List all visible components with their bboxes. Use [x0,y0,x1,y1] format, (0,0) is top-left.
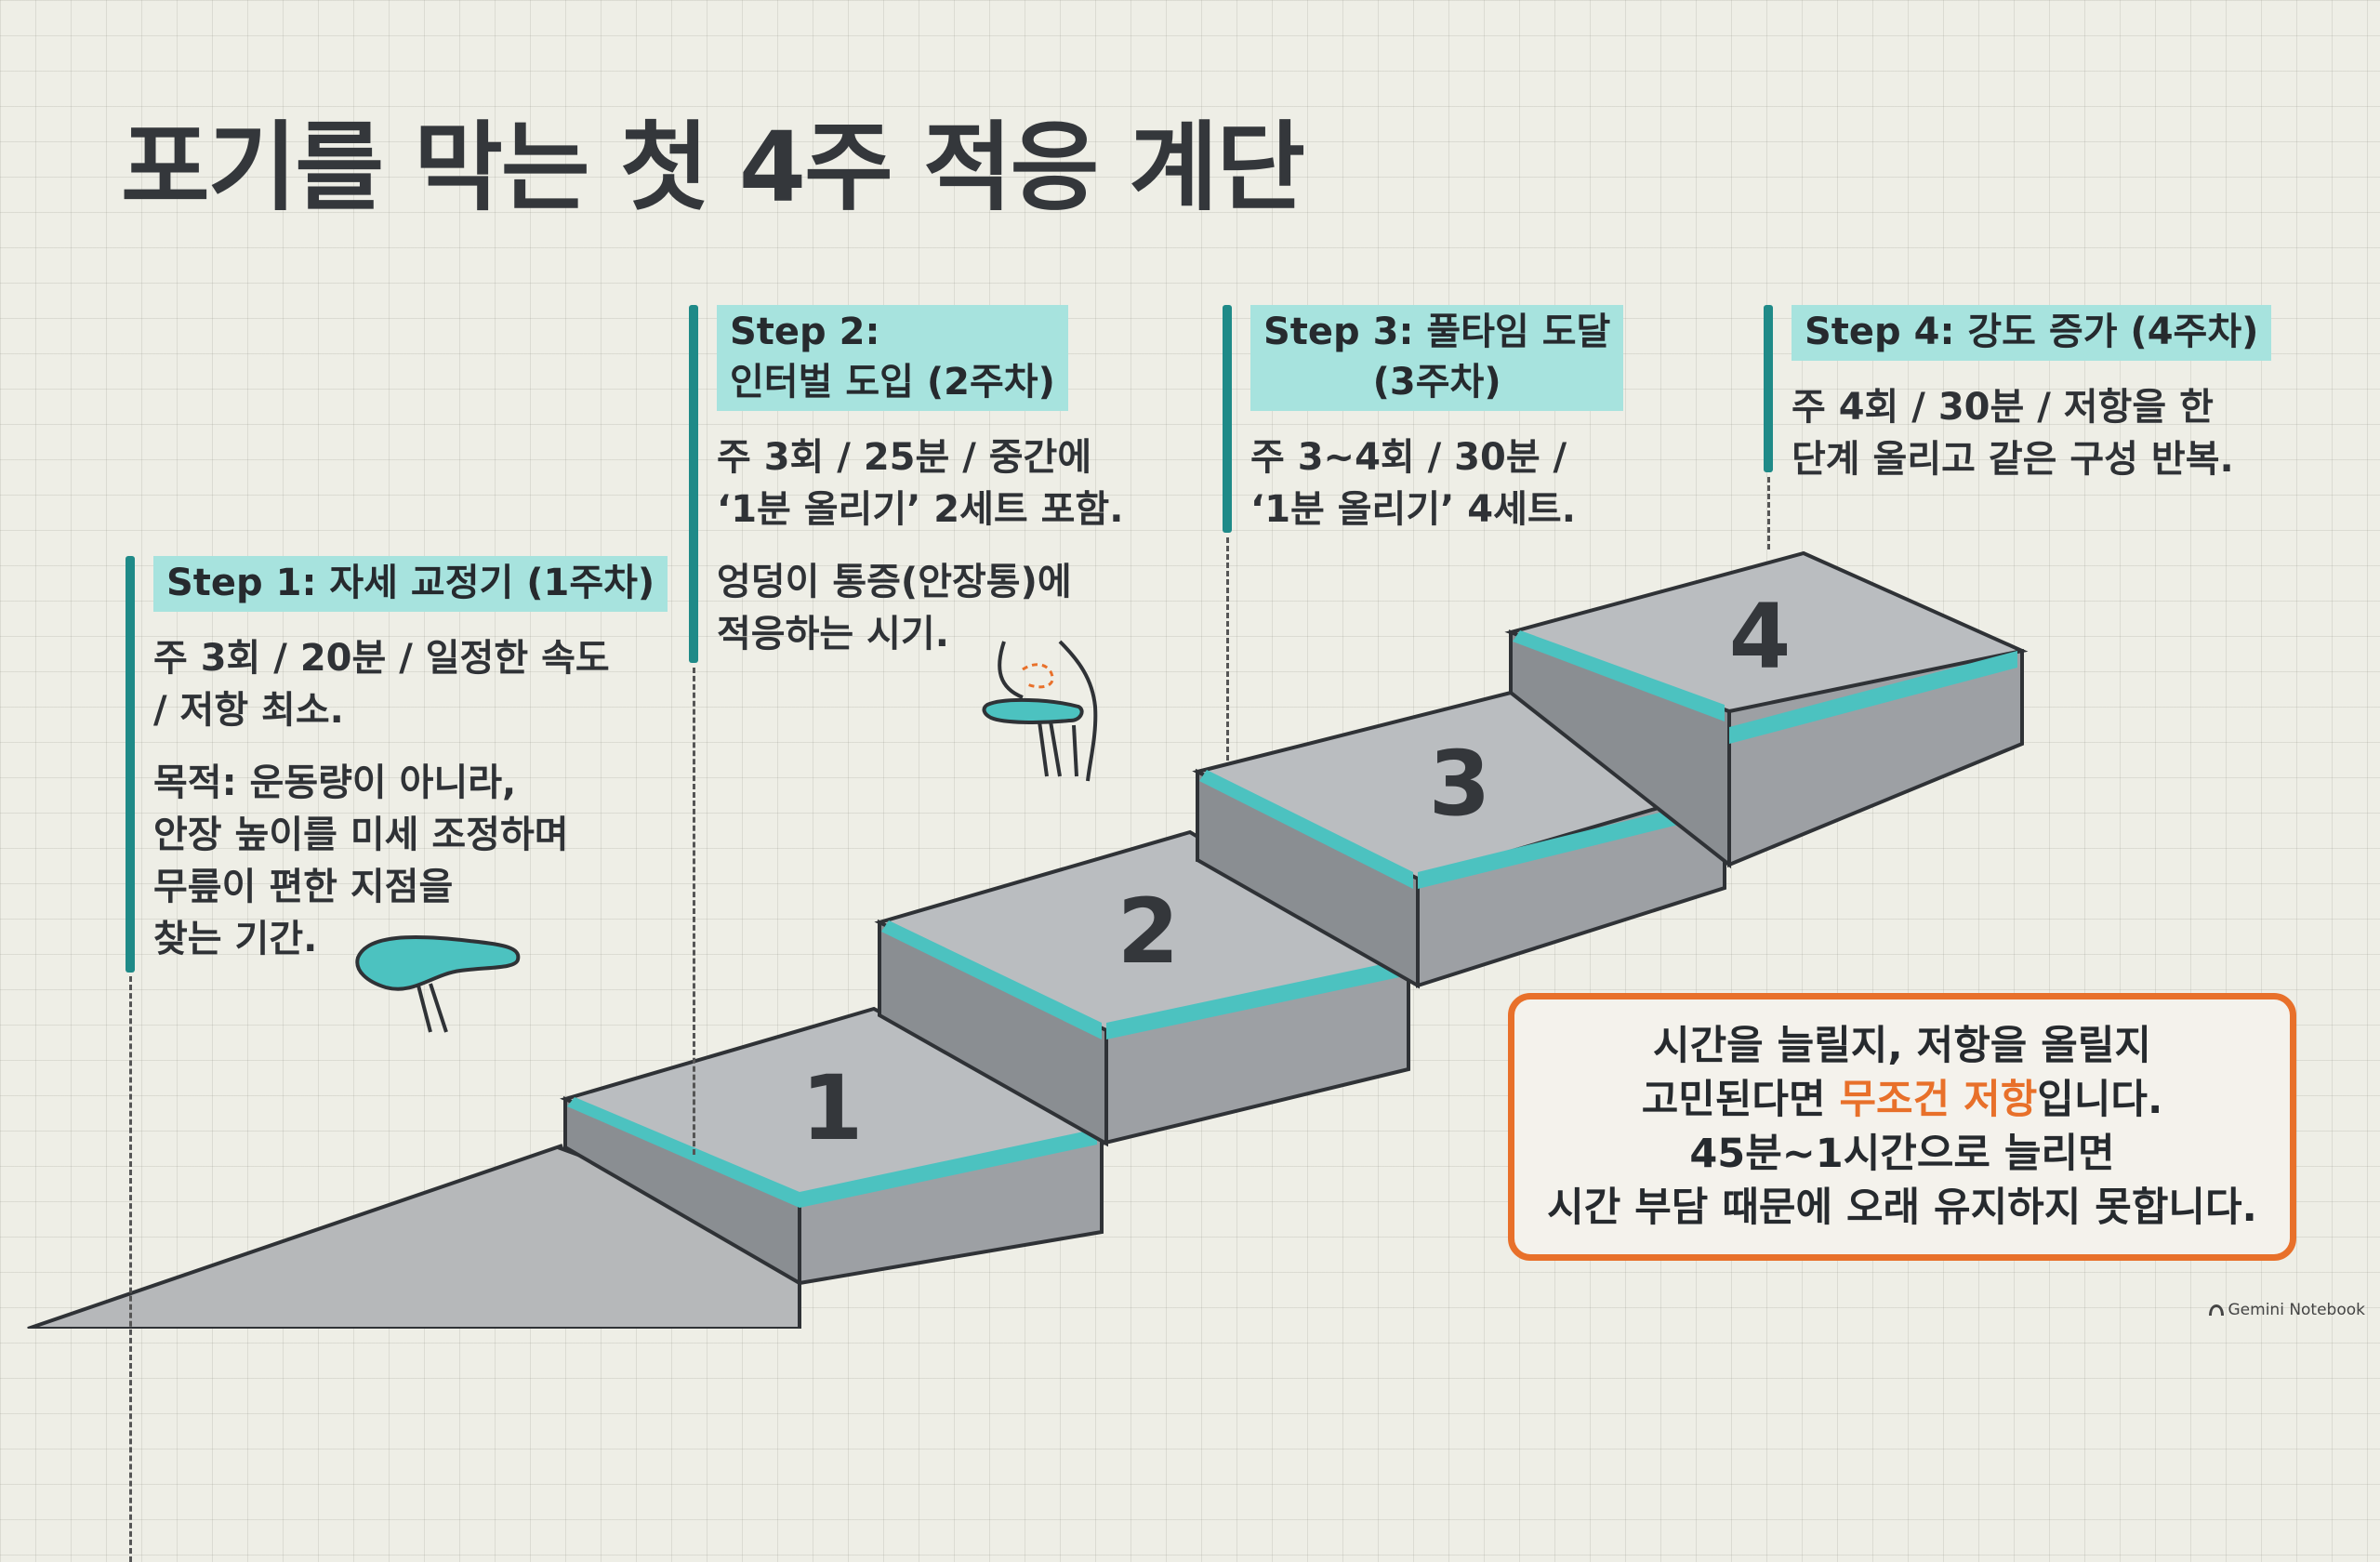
step-dashed-leader [129,976,132,1562]
stairs-illustration: 1 2 3 4 [27,550,2029,1329]
stair-edge-2-right [1106,960,1404,1039]
advice-callout: 시간을 늘릴지, 저항을 올릴지 고민된다면 무조건 저항입니다. 45분~1시… [1508,993,2296,1261]
stair-edge-1-left [567,1097,800,1208]
step-heading: Step 4: 강도 증가 (4주차) [1792,305,2272,361]
step-accent-bar [126,556,135,973]
stair-edge-1-right [800,1129,1097,1208]
stair-number-4: 4 [1729,585,1792,689]
stair-edge-3-right [1418,798,1720,889]
step-card-1: Step 1: 자세 교정기 (1주차) 주 3회 / 20분 / 일정한 속도… [126,556,668,1562]
step-card-2: Step 2: 인터벌 도입 (2주차) 주 3회 / 25분 / 중간에 ‘1… [689,305,1124,1155]
callout-line-4: 시간 부담 때문에 오래 유지하지 못합니다. [1547,1185,2257,1231]
callout-line-2: 고민된다면 무조건 저항입니다. [1641,1077,2163,1123]
stair-block-2 [874,829,1414,1147]
step-detail: 주 3~4회 / 30분 / ‘1분 올리기’ 4세트. [1250,436,1576,531]
step-accent-bar [1223,305,1232,533]
seated-leg-icon [982,640,1098,782]
step-note: 엉덩이 통증(안장통)에 적응하는 시기. [717,561,1072,655]
step-accent-bar [689,305,698,663]
stair-number-1: 1 [801,1056,864,1160]
page-title: 포기를 막는 첫 4주 적응 계단 [121,111,1305,224]
step-detail: 주 4회 / 30분 / 저항을 한 단계 올리고 같은 구성 반복. [1792,386,2234,481]
step-dashed-leader [1767,477,1770,549]
step-dashed-leader [693,668,695,1155]
step-dashed-leader [1226,537,1229,761]
step-card-4: Step 4: 강도 증가 (4주차) 주 4회 / 30분 / 저항을 한 단… [1764,305,2272,549]
stair-block-4 [1504,550,2029,869]
step-heading: Step 1: 자세 교정기 (1주차) [153,556,668,612]
stair-edge-3-left [1199,770,1413,889]
step-detail: 주 3회 / 20분 / 일정한 속도 / 저항 최소. [153,637,610,732]
saddle-icon [355,935,521,1033]
callout-line-1: 시간을 늘릴지, 저항을 올릴지 [1653,1023,2151,1069]
stair-number-2: 2 [1117,880,1180,984]
stair-block-1 [560,1006,1107,1287]
step-heading: Step 2: 인터벌 도입 (2주차) [717,305,1068,411]
brand-label: Gemini Notebook [2228,1301,2366,1319]
stair-edge-4-left [1513,630,1725,721]
stair-edge-4-right [1729,651,2017,744]
callout-highlight: 무조건 저항 [1839,1077,2038,1123]
step-accent-bar [1764,305,1773,472]
step-heading: Step 3: 풀타임 도달 (3주차) [1250,305,1624,411]
step-card-3: Step 3: 풀타임 도달 (3주차) 주 3~4회 / 30분 / ‘1분 … [1223,305,1624,761]
stair-number-3: 3 [1429,732,1491,836]
stair-edge-2-left [881,920,1102,1039]
brand-watermark: Gemini Notebook [2208,1301,2366,1319]
gemini-logo-icon [2208,1304,2224,1316]
step-purpose: 목적: 운동량이 아니라, 안장 높이를 미세 조정하며 무릎이 편한 지점을 … [153,761,569,960]
callout-line-3: 45분~1시간으로 늘리면 [1689,1131,2115,1177]
step-detail: 주 3회 / 25분 / 중간에 ‘1분 올리기’ 2세트 포함. [717,436,1124,531]
